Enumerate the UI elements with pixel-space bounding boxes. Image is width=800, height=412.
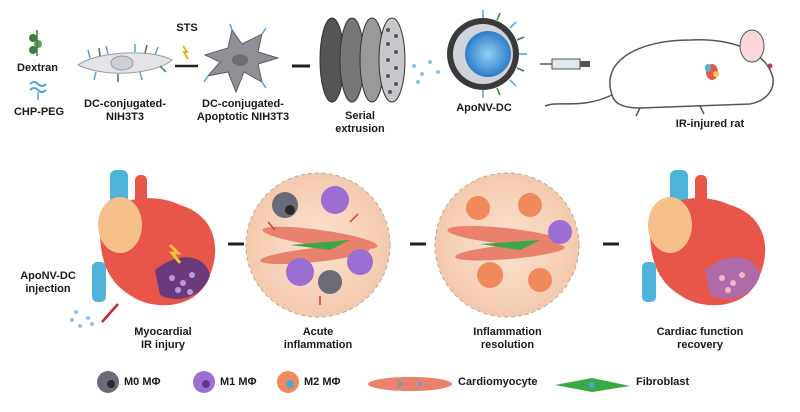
recovered-heart-icon xyxy=(642,170,766,306)
rat-icon xyxy=(544,29,774,117)
injection-label: ApoNV-DC injection xyxy=(20,270,76,295)
extrusion-label: Serial extrusion xyxy=(335,110,385,135)
legend-cardiomyocyte-label: Cardiomyocyte xyxy=(458,376,538,388)
sts-arrow-icon xyxy=(175,45,198,68)
rat-heart-icon xyxy=(705,64,719,80)
legend-m2-icon xyxy=(277,371,299,393)
chp-peg-label: CHP-PEG xyxy=(13,106,65,118)
legend-m0-icon xyxy=(97,371,119,393)
extrusion-membranes-icon xyxy=(319,17,406,103)
aponv-dc-nanovesicle-icon xyxy=(447,10,527,98)
ir-injured-rat-label: IR-injured rat xyxy=(675,118,745,130)
injection-needle-icon xyxy=(70,303,119,328)
injured-heart-icon xyxy=(92,170,216,306)
stage-label-ir-injury: Myocardial IR injury xyxy=(134,326,192,351)
legend-m1-label: M1 MΦ xyxy=(220,376,257,388)
aponv-dc-label: ApoNV-DC xyxy=(456,102,512,114)
dextran-label: Dextran xyxy=(17,62,58,74)
apoptotic-cell-label: DC-conjugated- Apoptotic NIH3T3 xyxy=(196,98,290,123)
dc-conjugated-cell-icon xyxy=(77,44,173,82)
acute-inflammation-circle xyxy=(245,172,391,318)
vesicle-particles-icon xyxy=(412,60,440,84)
legend-cardiomyocyte-icon xyxy=(368,377,452,391)
legend-fibroblast-label: Fibroblast xyxy=(636,376,690,388)
inflammation-resolution-circle xyxy=(434,172,580,318)
legend-m2-label: M2 MΦ xyxy=(304,376,341,388)
chp-peg-icon xyxy=(29,81,47,100)
legend-m1-icon xyxy=(193,371,215,393)
syringe-icon xyxy=(540,58,590,70)
apoptotic-cell-icon xyxy=(203,23,280,94)
stage-label-acute-inflammation: Acute inflammation xyxy=(283,326,353,351)
stage-label-inflammation-resolution: Inflammation resolution xyxy=(473,326,542,351)
sts-label: STS xyxy=(176,22,198,34)
legend-fibroblast-icon xyxy=(555,378,630,392)
legend-m0-label: M0 MΦ xyxy=(124,376,161,388)
stage-label-cardiac-recovery: Cardiac function recovery xyxy=(656,326,744,351)
dextran-icon xyxy=(29,30,42,56)
dc-cell-label: DC-conjugated- NIH3T3 xyxy=(84,98,166,123)
